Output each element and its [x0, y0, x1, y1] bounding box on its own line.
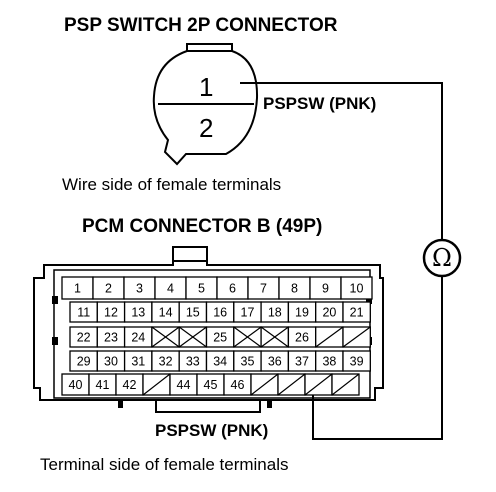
pin-cell: [342, 301, 371, 323]
pin-number: 31: [131, 355, 145, 369]
psp-pin-1: 1: [199, 72, 213, 102]
pin-number: 2: [105, 282, 112, 296]
psp-connector-title: PSP SWITCH 2P CONNECTOR: [64, 15, 338, 36]
blank-pin-slash: [151, 326, 180, 348]
pin-number: 38: [322, 355, 336, 369]
pin-number: 19: [295, 306, 309, 320]
pin-number: 42: [123, 378, 137, 392]
pcm-connector-caption: Terminal side of female terminals: [40, 455, 288, 474]
pin-number: 12: [104, 306, 118, 320]
pin-number: 18: [268, 306, 282, 320]
pin-number: 36: [268, 355, 282, 369]
blank-pin-slash: [331, 373, 360, 396]
psp-pin-2: 2: [199, 113, 213, 143]
pin-cell: [342, 350, 371, 372]
pin-number: 25: [213, 331, 227, 345]
pin-number: 35: [241, 355, 255, 369]
blank-pin-slash: [142, 373, 171, 396]
pin-number: 21: [350, 306, 364, 320]
blank-pin-slash: [250, 373, 279, 396]
pin-number: 44: [177, 378, 191, 392]
pin-number: 8: [291, 282, 298, 296]
pin-number: 10: [350, 282, 364, 296]
pin-number: 41: [96, 378, 110, 392]
pin-number: 22: [77, 331, 91, 345]
blank-pin-slash: [260, 326, 289, 348]
pin-number: 3: [136, 282, 143, 296]
pin-number: 46: [231, 378, 245, 392]
ohmmeter-icon: [422, 238, 462, 278]
pin-number: 30: [104, 355, 118, 369]
pin-number: 9: [322, 282, 329, 296]
pin-number: 6: [229, 282, 236, 296]
pcm-connector-title: PCM CONNECTOR B (49P): [82, 216, 322, 237]
psp-wire-label: PSPSW (PNK): [263, 94, 376, 113]
pin-number: 17: [241, 306, 255, 320]
pin-number: 37: [295, 355, 309, 369]
pin-number: 40: [69, 378, 83, 392]
pin-number: 39: [350, 355, 364, 369]
pin-number: 1: [74, 282, 81, 296]
pin-number: 15: [186, 306, 200, 320]
pin-number: 33: [186, 355, 200, 369]
pin-number: 4: [167, 282, 174, 296]
pin-number: 7: [260, 282, 267, 296]
blank-pin-slash: [233, 326, 262, 348]
pin-number: 24: [131, 331, 145, 345]
pin-number: 20: [322, 306, 336, 320]
pin-number: 34: [213, 355, 227, 369]
pin-number: 29: [77, 355, 91, 369]
pin-number: 11: [77, 306, 90, 320]
pin-number: 32: [159, 355, 173, 369]
pin-number: 23: [104, 331, 118, 345]
blank-pin-slash: [304, 373, 333, 396]
blank-pin-slash: [342, 326, 371, 348]
meter-lead-wires: [240, 82, 443, 440]
pin-number: 45: [204, 378, 218, 392]
pin-cell: [340, 276, 373, 300]
pin-number: 16: [213, 306, 227, 320]
blank-pin-slash: [178, 326, 207, 348]
pcm-wire-label: PSPSW (PNK): [155, 421, 268, 440]
psp-switch-connector-icon: [152, 43, 259, 166]
pin-number: 14: [159, 306, 173, 320]
psp-connector-caption: Wire side of female terminals: [62, 175, 281, 194]
pin-number: 26: [295, 331, 309, 345]
blank-pin-slash: [277, 373, 306, 396]
blank-pin-slash: [315, 326, 344, 348]
ohm-symbol: Ω: [432, 244, 452, 272]
pin-number: 13: [131, 306, 145, 320]
pcm-connector-housing: [33, 246, 384, 413]
pin-number: 5: [198, 282, 205, 296]
